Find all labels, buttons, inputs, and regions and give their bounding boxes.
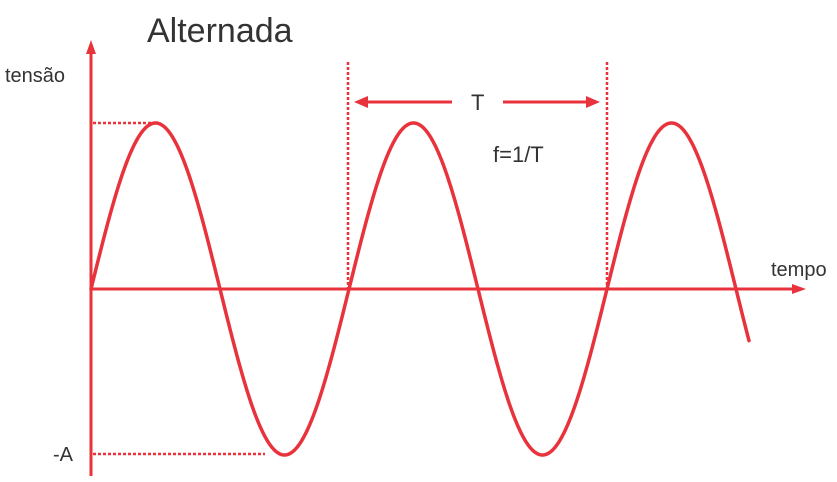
frequency-label: f=1/T xyxy=(493,142,544,167)
sine-curve xyxy=(89,121,751,457)
x-axis-label: tempo xyxy=(771,259,827,281)
period-label: T xyxy=(471,90,484,115)
arrow-right-icon xyxy=(792,284,806,294)
diagram-title: Alternada xyxy=(147,12,293,50)
y-axis-label: tensão xyxy=(5,65,65,87)
double-arrow-icon xyxy=(354,96,600,108)
neg-amplitude-label: -A xyxy=(53,444,74,466)
arrow-up-icon xyxy=(86,40,96,54)
